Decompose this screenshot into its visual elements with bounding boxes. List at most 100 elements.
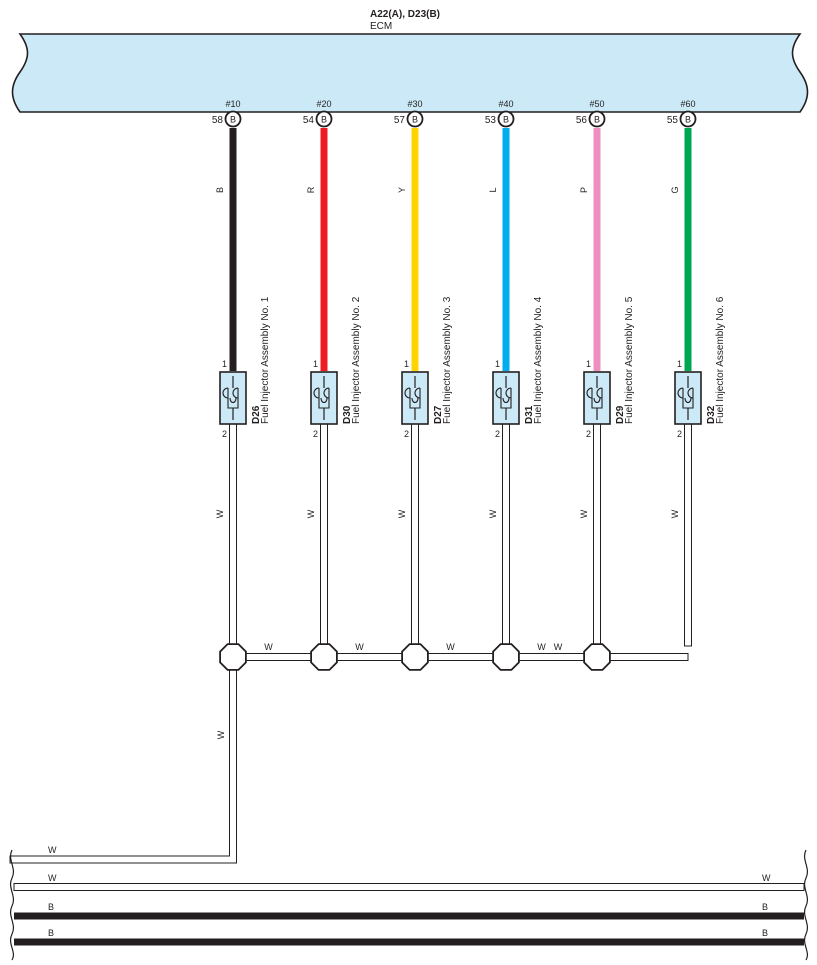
ecm-connector-code: A22(A), D23(B): [370, 9, 440, 20]
injector-4-return-wire: [502, 423, 510, 647]
injector-2-id: D30: [342, 405, 353, 424]
splice-point-4: [492, 643, 520, 671]
splice-point-3: [401, 643, 429, 671]
injector-2-coil-icon: [313, 376, 330, 420]
injector-5-id: D29: [615, 405, 626, 424]
injector-5-ecm-terminal: #50: [589, 99, 604, 109]
bus-wire-4-code-right: B: [762, 928, 768, 938]
injector-4-coil-icon: [495, 376, 512, 420]
bus-wire-2: [13, 883, 805, 891]
bus-wire-2-code-right: W: [762, 873, 771, 883]
injector-5-wire-code: P: [579, 187, 589, 193]
injector-6-id: D32: [706, 405, 717, 424]
injector-4-ecm-connector-letter: B: [503, 115, 509, 125]
injector-2-name: Fuel Injector Assembly No. 2: [351, 296, 362, 424]
harness-bus: W W W B B B B: [9, 845, 809, 961]
injector-3-return-wire-code: W: [397, 509, 407, 518]
ecm-name: ECM: [370, 21, 392, 32]
injector-1-pin-in: 1: [222, 359, 227, 369]
ground-drop-wire: [9, 656, 237, 864]
injector-1-return-wire-code: W: [215, 509, 225, 518]
injector-6-ecm-connector-letter: B: [685, 115, 691, 125]
splice-point-5: [583, 643, 611, 671]
injector-5-ecm-connector-letter: B: [594, 115, 600, 125]
bus-wire-3-code-left: B: [48, 902, 54, 912]
injector-3-pin-out: 2: [404, 429, 409, 439]
splice-link-code-3: W: [446, 642, 455, 652]
ground-drop-wire-code: W: [216, 730, 226, 739]
injector-3-wire-code: Y: [397, 187, 407, 193]
injector-6-coil-icon: [677, 376, 694, 420]
injector-1-ecm-connector-circle: [224, 110, 242, 128]
bus-wire-3-code-right: B: [762, 902, 768, 912]
splice-link-code-1: W: [264, 642, 273, 652]
bus-wire-4-code-left: B: [48, 928, 54, 938]
injector-1-id: D26: [251, 405, 262, 424]
injector-2-ecm-pin: 54: [303, 115, 315, 126]
splice-link-code-2: W: [355, 642, 364, 652]
injector-6-return-wire: [684, 423, 692, 647]
injector-2-ecm-connector-circle: [315, 110, 333, 128]
injector-3-name: Fuel Injector Assembly No. 3: [442, 296, 453, 424]
injector-4-pin-in: 1: [495, 359, 500, 369]
injector-3-ecm-terminal: #30: [407, 99, 422, 109]
injector-1-name: Fuel Injector Assembly No. 1: [260, 296, 271, 424]
bus-break-right: [803, 849, 809, 961]
injector-4-id: D31: [524, 405, 535, 424]
injector-6-pin-out: 2: [677, 429, 682, 439]
injector-1-ecm-terminal: #10: [225, 99, 240, 109]
injector-4-ecm-terminal: #40: [498, 99, 513, 109]
splice-point-2: [310, 643, 338, 671]
injector-4-pin-out: 2: [495, 429, 500, 439]
injector-2-ecm-terminal: #20: [316, 99, 331, 109]
injector-2-pin-out: 2: [313, 429, 318, 439]
injector-1-wire-code: B: [215, 187, 225, 193]
injector-5-return-wire: [593, 423, 601, 647]
injector-1-return-wire: [229, 423, 237, 647]
injector-3-ecm-connector-circle: [406, 110, 424, 128]
injector-2-return-wire: [320, 423, 328, 647]
injector-6-return-wire-code: W: [670, 509, 680, 518]
injector-5-coil-icon: [586, 376, 603, 420]
injector-3-id: D27: [433, 405, 444, 424]
injector-2-wire-code: R: [306, 186, 316, 193]
injector-3-ecm-pin: 57: [394, 115, 406, 126]
injector-1-coil-icon: [222, 376, 239, 420]
injector-3-coil-icon: [404, 376, 421, 420]
splice-link-code-4: W: [537, 642, 546, 652]
injector-3-return-wire: [411, 423, 419, 647]
injector-6-pin-in: 1: [677, 359, 682, 369]
splice-link-code-5: W: [554, 642, 563, 652]
injector-4-ecm-pin: 53: [485, 115, 497, 126]
injector-2-pin-in: 1: [313, 359, 318, 369]
splice-point-1: [219, 643, 247, 671]
ecm-box: [11, 33, 809, 113]
injector-5-pin-in: 1: [586, 359, 591, 369]
injector-5-pin-out: 2: [586, 429, 591, 439]
injector-6-ecm-pin: 55: [667, 115, 679, 126]
injector-4-name: Fuel Injector Assembly No. 4: [533, 296, 544, 424]
injector-6-ecm-connector-circle: [679, 110, 697, 128]
bus-wire-1-code-left: W: [48, 845, 57, 855]
injector-3-pin-in: 1: [404, 359, 409, 369]
injector-3-ecm-connector-letter: B: [412, 115, 418, 125]
injector-6-name: Fuel Injector Assembly No. 6: [715, 296, 726, 424]
injector-1-ecm-connector-letter: B: [230, 115, 236, 125]
injector-6-ecm-terminal: #60: [680, 99, 695, 109]
bus-wire-2-code-left: W: [48, 873, 57, 883]
injector-4-return-wire-code: W: [488, 509, 498, 518]
injector-1-pin-out: 2: [222, 429, 227, 439]
injector-6-wire-code: G: [670, 186, 680, 193]
injector-5-ecm-connector-circle: [588, 110, 606, 128]
injector-5-name: Fuel Injector Assembly No. 5: [624, 296, 635, 424]
injector-4-ecm-connector-circle: [497, 110, 515, 128]
